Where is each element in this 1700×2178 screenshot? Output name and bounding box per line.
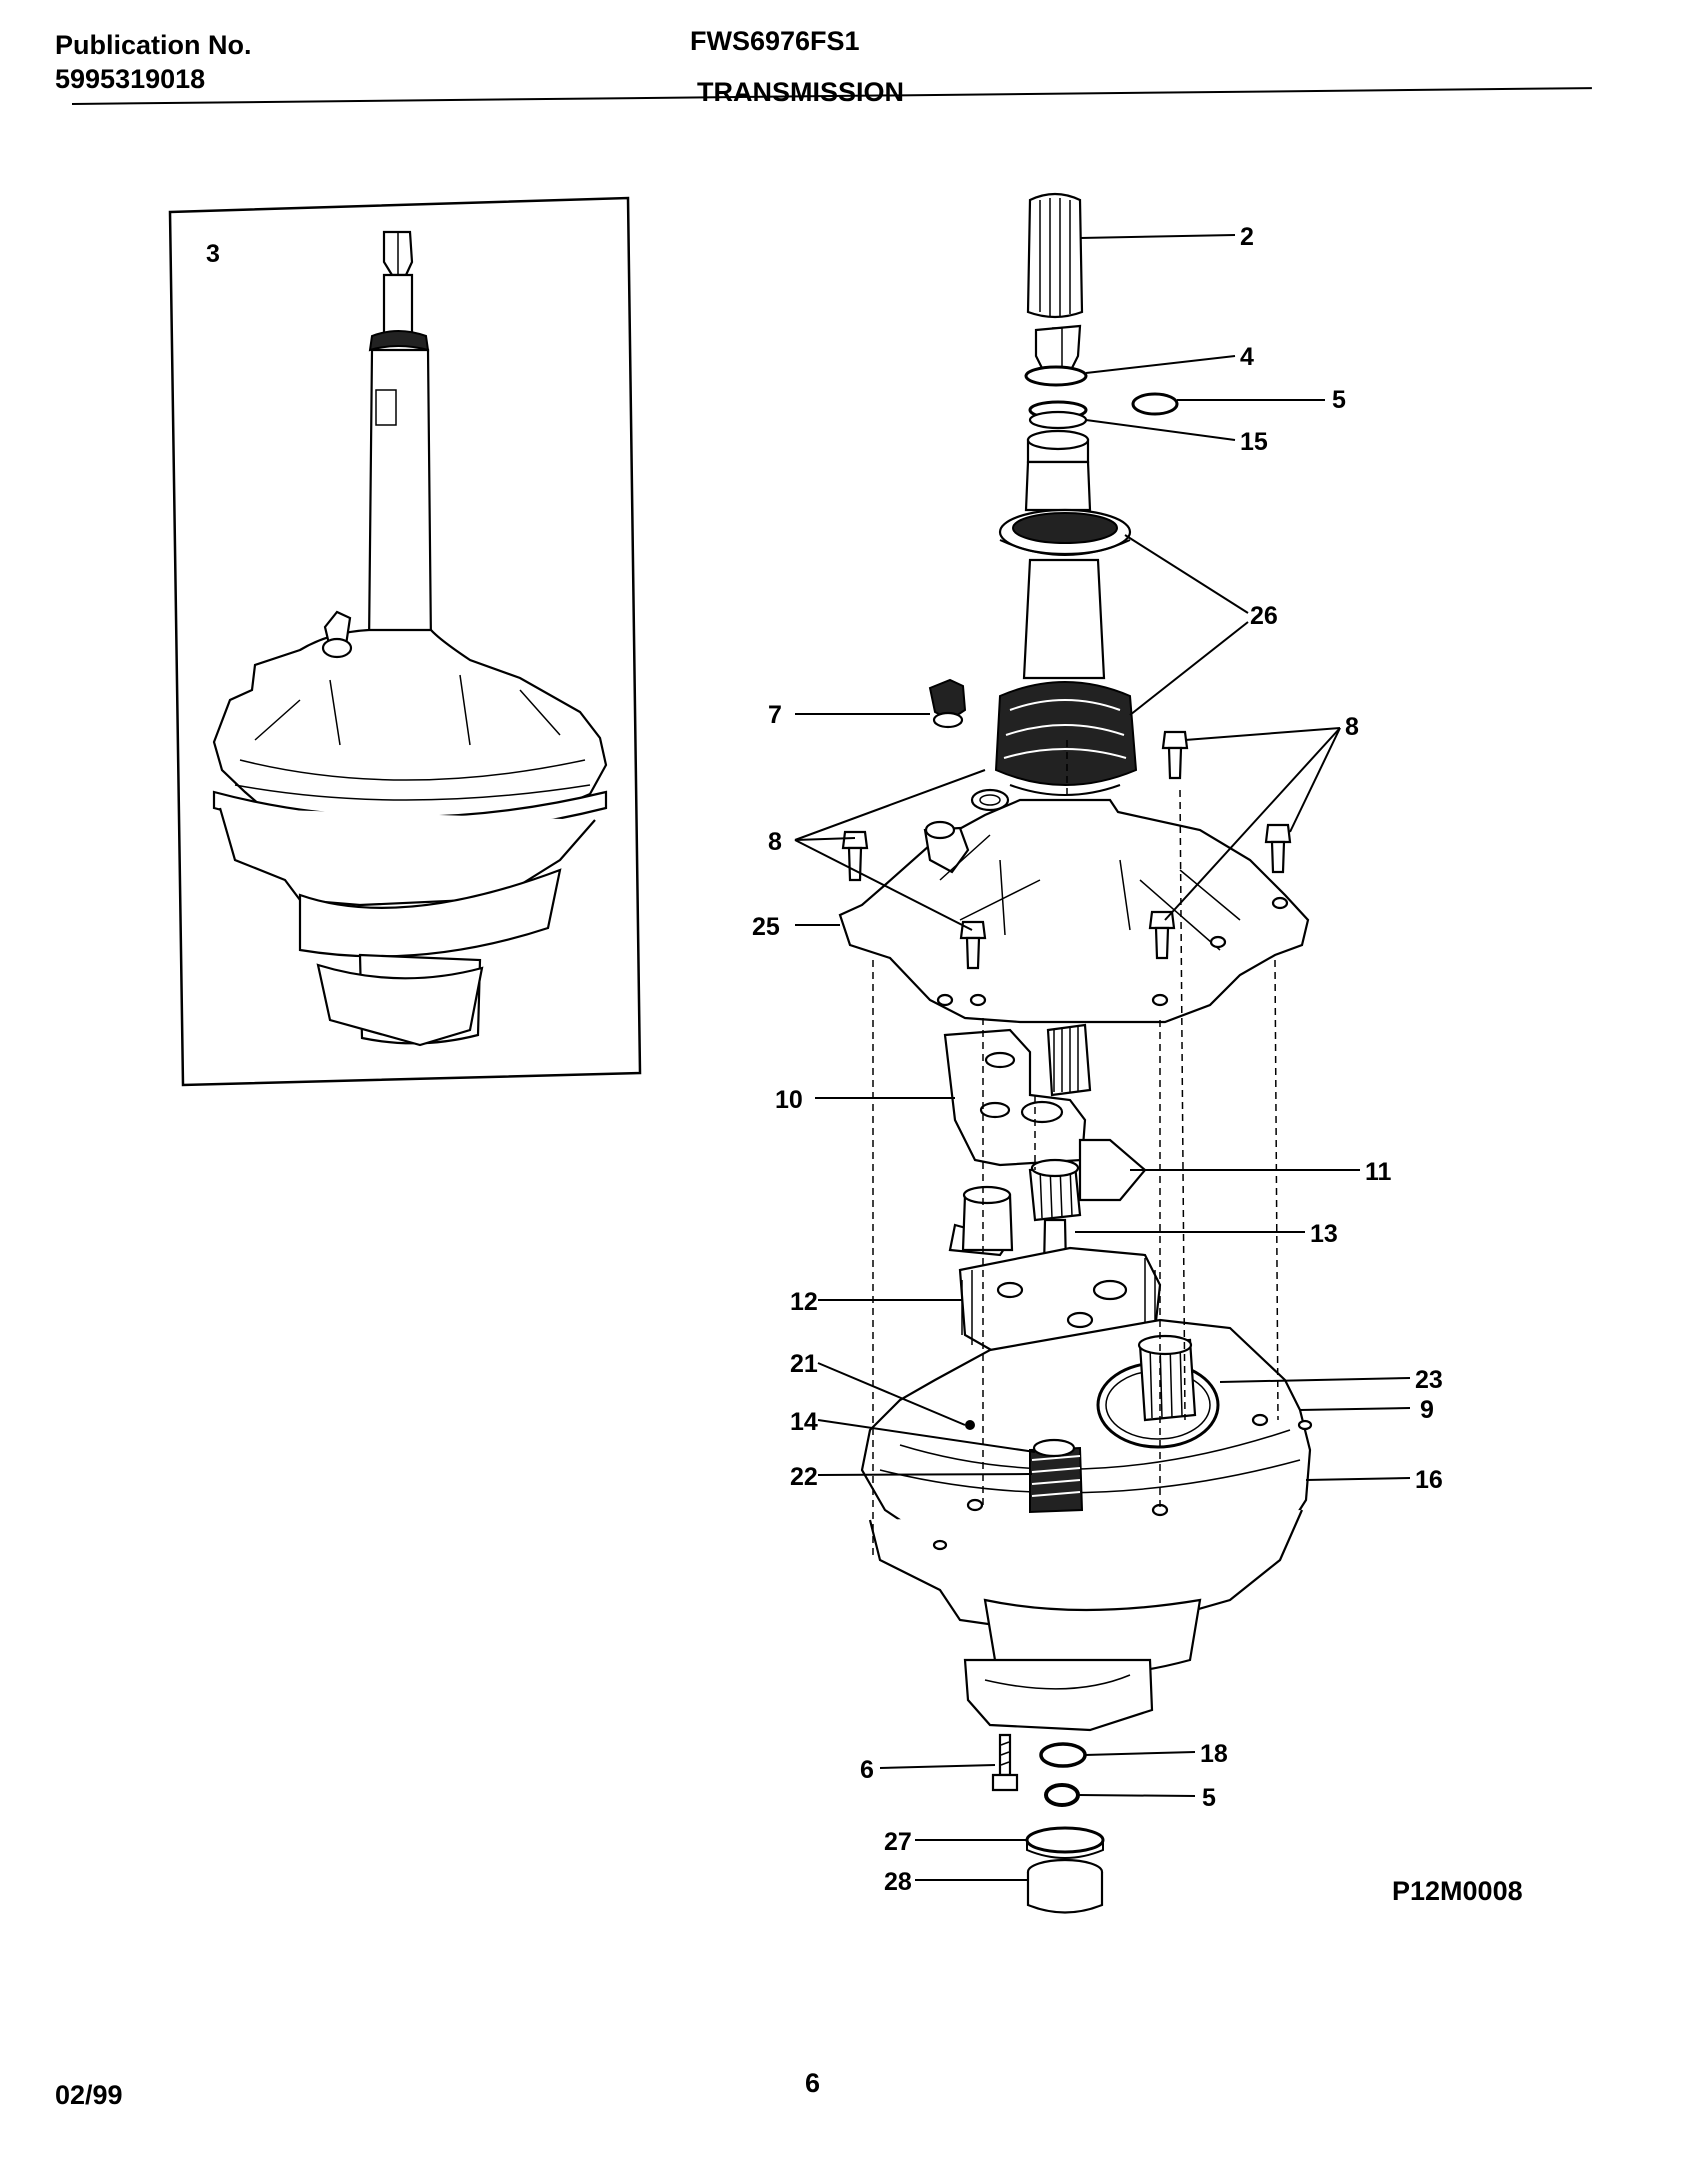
part-23-drive-gear: [1096, 1334, 1220, 1449]
callouts: 2 4 5 15 26 7 8 8 25 10 11 13 12 21 23 9…: [752, 223, 1443, 1896]
part-8-bolts: [841, 730, 1292, 970]
callout-23: 23: [1415, 1366, 1443, 1394]
part-27-band: [1025, 1826, 1105, 1854]
callout-8-right: 8: [1345, 713, 1359, 741]
part-18-ring: [1039, 1742, 1087, 1768]
callout-10: 10: [775, 1086, 803, 1114]
callout-5-lower: 5: [1202, 1784, 1216, 1812]
callout-3: 3: [206, 240, 220, 268]
part-22-worm-gear: [1029, 1438, 1084, 1514]
inset-frame: [168, 196, 642, 1087]
part-28-bushing: [1026, 1858, 1104, 1914]
part-26-seals: [994, 508, 1138, 796]
callout-27: 27: [884, 1828, 912, 1856]
callout-15: 15: [1240, 428, 1268, 456]
callout-2: 2: [1240, 223, 1254, 251]
leader-lines: [794, 234, 1411, 1881]
section-title: TRANSMISSION: [697, 77, 905, 107]
callout-6: 6: [860, 1756, 874, 1784]
part-10-gear-carrier: [943, 1023, 1092, 1167]
callout-25: 25: [752, 913, 780, 941]
figure-code: P12M0008: [1392, 1876, 1523, 1906]
callout-28: 28: [884, 1868, 912, 1896]
callout-9: 9: [1420, 1396, 1434, 1424]
part-7-cap: [928, 678, 967, 722]
callout-11: 11: [1365, 1158, 1392, 1186]
callout-21: 21: [790, 1350, 818, 1378]
callout-26: 26: [1250, 602, 1278, 630]
part-25-upper-housing: [838, 788, 1310, 1024]
inset-assembly: 3: [168, 196, 642, 1087]
publication-label: Publication No.: [55, 30, 252, 60]
alignment-dashes: [872, 740, 1279, 1555]
part-21-marker: [965, 1420, 975, 1430]
callout-5: 5: [1332, 386, 1346, 414]
publication-number: 5995319018: [55, 64, 206, 94]
part-2-splined-coupler: [1026, 192, 1084, 319]
callout-8-left: 8: [768, 828, 782, 856]
part-5-clip-lower: [1044, 1783, 1080, 1807]
page-number: 6: [805, 2068, 821, 2098]
part-6-screw: [991, 1733, 1019, 1792]
callout-16: 16: [1415, 1466, 1443, 1494]
callout-14: 14: [790, 1408, 818, 1436]
callout-13: 13: [1310, 1220, 1338, 1248]
callout-12: 12: [790, 1288, 818, 1316]
callout-7: 7: [768, 701, 782, 729]
revision-date: 02/99: [55, 2080, 123, 2110]
callout-18: 18: [1200, 1740, 1228, 1768]
callout-4: 4: [1240, 343, 1254, 371]
model-number: FWS6976FS1: [690, 26, 860, 56]
callout-22: 22: [790, 1463, 818, 1491]
